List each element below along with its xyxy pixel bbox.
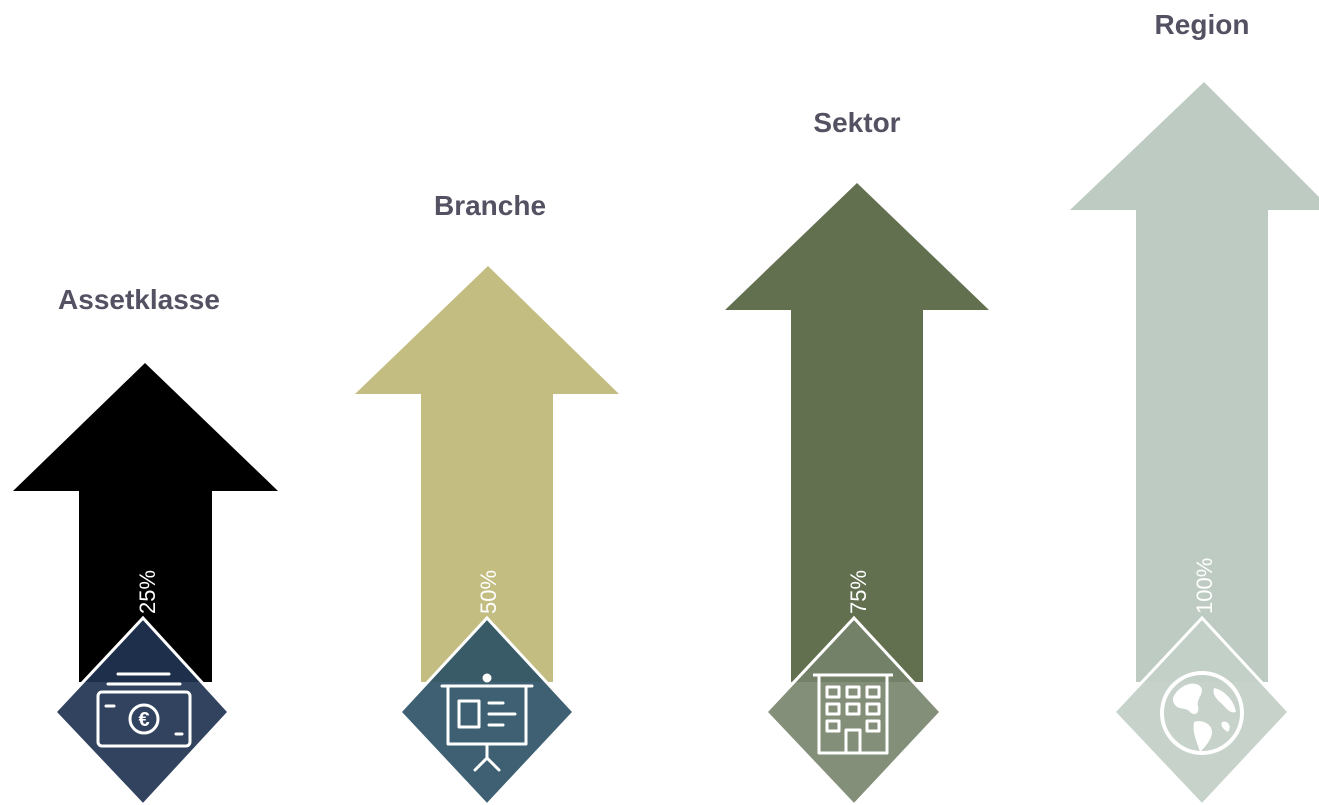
arrow-sektor — [725, 183, 989, 682]
step-sektor: Sektor 75% — [725, 107, 989, 805]
presentation-board-icon — [440, 673, 534, 772]
office-building-icon — [813, 673, 893, 755]
step-label: Sektor — [813, 107, 900, 138]
arrow-branche — [355, 266, 619, 682]
step-percent: 25% — [135, 570, 160, 614]
step-percent: 75% — [846, 570, 871, 614]
euro-banknote-icon: € — [96, 672, 192, 748]
step-percent: 100% — [1192, 558, 1217, 614]
diamond-badge — [1111, 615, 1292, 805]
step-percent: 50% — [476, 570, 501, 614]
arrow-region — [1070, 82, 1319, 682]
diamond-badge — [397, 615, 577, 805]
step-label: Branche — [434, 190, 546, 221]
step-branche: Branche 50% — [355, 190, 619, 805]
step-region: Region 100% — [1070, 9, 1319, 805]
diamond-badge — [763, 615, 944, 805]
step-label: Assetklasse — [58, 284, 220, 315]
step-label: Region — [1155, 9, 1250, 40]
diamond-badge — [52, 615, 232, 805]
arrow-assetklasse — [13, 363, 278, 682]
svg-text:€: € — [138, 709, 149, 731]
step-assetklasse: Assetklasse 25% € — [13, 284, 278, 805]
globe-icon — [1160, 671, 1244, 755]
